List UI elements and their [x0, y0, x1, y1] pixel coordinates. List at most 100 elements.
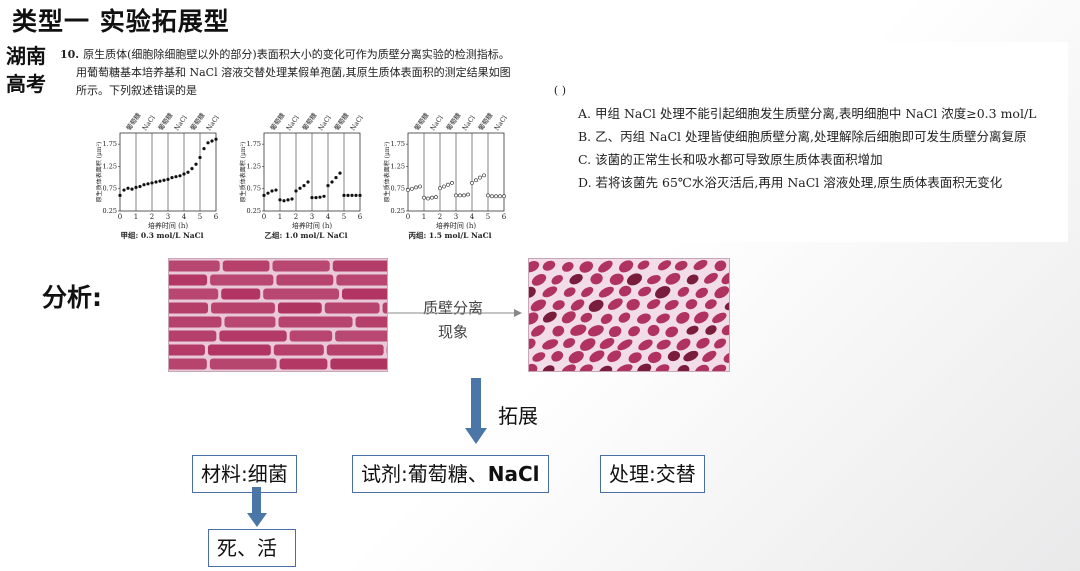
x-tick-label: 0 [262, 213, 266, 221]
x-tick-label: 0 [406, 213, 410, 221]
data-point [486, 193, 490, 198]
y-tick-label: 0.75 [247, 185, 261, 193]
x-tick-label: 5 [198, 213, 202, 221]
data-point [130, 187, 134, 191]
question-stem: 10.原生质体(细胞除细胞壁以外的部分)表面积大小的变化可作为质壁分离实验的检测… [60, 46, 580, 100]
slide-title: 类型一 实验拓展型 [12, 7, 230, 36]
x-axis-label: 培养时间 (h) [148, 221, 188, 230]
data-point [266, 191, 270, 195]
x-tick-label: 1 [278, 213, 282, 221]
dead-alive-box: 死、活 [208, 529, 296, 567]
x-tick-label: 1 [134, 213, 138, 221]
extension-label: 拓展 [498, 404, 538, 428]
stem-line-2: 用葡萄糖基本培养基和 NaCl 溶液交替处理某假单孢菌,其原生质体表面积的测定结… [76, 66, 511, 79]
y-tick-label: 0.25 [391, 207, 405, 215]
data-point [314, 196, 318, 200]
stem-line-1: 原生质体(细胞除细胞壁以外的部分)表面积大小的变化可作为质壁分离实验的检测指标。 [83, 48, 510, 61]
data-point [302, 183, 306, 188]
data-point [450, 181, 454, 185]
option-a: A. 甲组 NaCl 处理不能引起细胞发生质壁分离,表明细胞中 NaCl 浓度≥… [578, 106, 1037, 121]
top-label: NaCl [285, 114, 301, 132]
data-point [138, 184, 142, 189]
data-point [446, 182, 450, 187]
data-point [494, 194, 498, 199]
analysis-label: 分析: [42, 283, 102, 312]
data-point [186, 170, 190, 174]
data-point [198, 155, 202, 160]
data-point [134, 185, 138, 189]
data-point [154, 180, 158, 184]
data-point [290, 197, 294, 201]
reagent-box: 试剂:葡萄糖、NaCl [352, 455, 549, 493]
data-point [122, 188, 126, 192]
data-point [414, 185, 418, 190]
x-tick-label: 6 [502, 213, 507, 221]
data-point [406, 188, 410, 192]
data-point [502, 194, 506, 199]
data-point [358, 193, 362, 197]
top-label: 葡萄糖 [300, 111, 319, 133]
data-point [346, 193, 350, 197]
data-point [350, 193, 354, 197]
x-tick-label: 1 [422, 213, 426, 221]
extension-arrow [465, 378, 487, 444]
x-tick-label: 2 [150, 213, 154, 221]
data-point [146, 182, 150, 186]
data-point [214, 137, 218, 141]
option-c: C. 该菌的正常生长和吸水都可导致原生质体表面积增加 [578, 152, 883, 167]
material-arrow [247, 487, 267, 527]
option-d: D. 若将该菌先 65℃水浴灭活后,再用 NaCl 溶液处理,原生质体表面积无变… [578, 175, 1003, 190]
y-tick-label: 0.75 [391, 185, 405, 193]
data-point [166, 177, 170, 181]
top-label: 葡萄糖 [156, 111, 175, 133]
top-label: NaCl [173, 114, 189, 132]
data-point [330, 180, 334, 184]
data-point [490, 194, 494, 199]
x-tick-label: 6 [214, 213, 219, 221]
top-label: 葡萄糖 [444, 111, 463, 133]
y-tick-label: 1.75 [247, 140, 261, 148]
y-tick-label: 0.25 [247, 207, 261, 215]
data-point [202, 147, 206, 151]
data-point [466, 192, 470, 197]
top-label: 葡萄糖 [124, 111, 143, 133]
data-point [318, 195, 322, 199]
plasmolyzed-cells-micrograph [528, 258, 730, 372]
data-point [298, 186, 302, 190]
data-point [422, 195, 426, 200]
top-label: NaCl [205, 114, 221, 132]
chart-caption: 乙组: 1.0 mol/L NaCl [265, 230, 348, 240]
data-point [438, 186, 442, 191]
top-label: 葡萄糖 [332, 111, 351, 133]
top-label: 葡萄糖 [188, 111, 207, 133]
data-point [442, 184, 446, 189]
x-tick-label: 5 [486, 213, 490, 221]
process-label-line2: 现象 [437, 323, 468, 341]
top-label: NaCl [493, 114, 509, 132]
data-point [158, 179, 162, 183]
top-label: NaCl [141, 114, 157, 132]
data-point [498, 194, 502, 199]
data-point [206, 141, 210, 145]
x-tick-label: 4 [470, 213, 475, 221]
y-tick-label: 1.75 [391, 140, 405, 148]
data-point [286, 198, 290, 202]
x-tick-label: 6 [358, 213, 363, 221]
treatment-box: 处理:交替 [600, 455, 705, 493]
y-axis-label: 原生质体表面积 (μm²) [96, 142, 103, 203]
normal-cells-micrograph [168, 258, 388, 372]
reagent-prefix: 试剂:葡萄糖、 [361, 462, 488, 486]
y-tick-label: 0.75 [103, 185, 117, 193]
data-point [410, 186, 414, 191]
data-point [142, 183, 146, 187]
data-point [418, 184, 422, 189]
top-label: 葡萄糖 [412, 111, 431, 133]
data-point [178, 174, 182, 178]
data-point [354, 193, 358, 197]
x-tick-label: 2 [438, 213, 442, 221]
data-point [274, 188, 278, 192]
x-axis-label: 培养时间 (h) [436, 221, 476, 230]
